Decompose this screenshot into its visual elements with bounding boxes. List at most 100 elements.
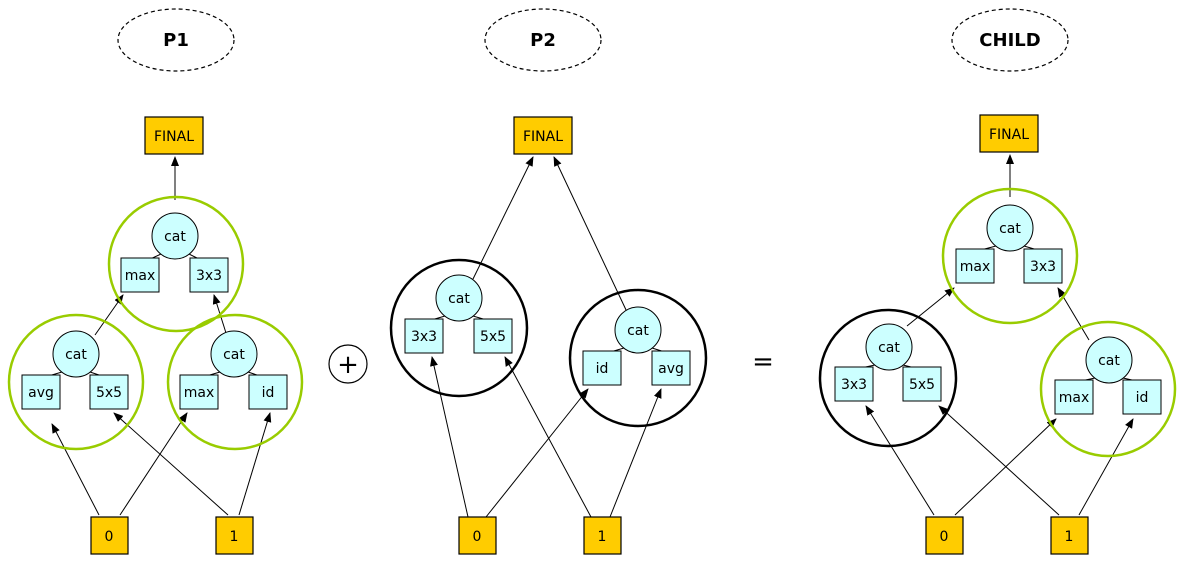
- p2-right-cat-label: cat: [627, 323, 649, 339]
- p1-final-label: FINAL: [154, 129, 194, 145]
- p2-input-0: [458, 516, 497, 555]
- p1-right-right-op: [248, 374, 288, 410]
- p2-final-label: FINAL: [523, 129, 563, 145]
- p2-left-cat-label: cat: [448, 291, 470, 307]
- child-input-0: [925, 516, 964, 555]
- child-top-left-label: max: [960, 259, 991, 275]
- child-right-left-op: [1054, 379, 1094, 415]
- child-left-right-label: 5x5: [909, 377, 935, 393]
- title-p2-text: P2: [530, 30, 556, 51]
- p1-top-block: [107, 195, 245, 333]
- child-edge-0-3x3: [865, 405, 935, 516]
- child-right-cat: [1085, 336, 1133, 384]
- p1-top-right-label: 3x3: [196, 268, 222, 284]
- p1-graph: FINAL cat max 3x3 cat avg 5x5 cat max id: [7, 116, 304, 555]
- child-left-right-op: [902, 366, 942, 402]
- p1-input-0: [90, 516, 129, 555]
- p1-edge-0-avg: [51, 423, 100, 516]
- p2-edge-1-avg: [609, 388, 662, 518]
- p1-right-block: [166, 313, 304, 451]
- p2-input-1: [583, 516, 622, 555]
- p1-edge-1-5x5: [113, 412, 229, 516]
- p2-edge-0-id: [485, 388, 589, 518]
- p2-right-cat: [614, 306, 662, 354]
- p2-edge-left-final: [472, 156, 534, 280]
- p1-left-left-label: avg: [28, 385, 54, 401]
- child-right-right-op: [1122, 379, 1162, 415]
- child-input-0-label: 0: [940, 529, 949, 545]
- child-input-1: [1050, 516, 1089, 555]
- child-input-1-label: 1: [1065, 529, 1074, 545]
- child-top-cat-label: cat: [999, 221, 1021, 237]
- p1-left-block: [7, 313, 145, 451]
- p1-input-1: [215, 516, 254, 555]
- child-left-left-op: [834, 366, 874, 402]
- p2-right-left-op: [582, 350, 622, 386]
- p1-edge-0-max: [119, 412, 188, 516]
- p1-edge-left-to-top: [94, 294, 124, 336]
- plus-operator: +: [328, 344, 368, 384]
- child-final-node: [979, 114, 1039, 153]
- p1-top-left-label: max: [125, 268, 156, 284]
- child-top-cat: [986, 204, 1034, 252]
- p1-final-node: [144, 116, 204, 155]
- child-top-right-label: 3x3: [1030, 259, 1056, 275]
- child-top-left-op: [955, 248, 995, 284]
- p1-right-cat: [210, 330, 258, 378]
- child-left-cat: [865, 323, 913, 371]
- p2-right-block: [568, 288, 708, 428]
- title-p1-text: P1: [163, 30, 189, 51]
- equals-sign: =: [752, 347, 774, 377]
- child-final-label: FINAL: [989, 127, 1029, 143]
- child-graph: FINAL cat max 3x3 cat 3x3 5x5 cat max id: [818, 114, 1177, 555]
- child-top-right-op: [1023, 248, 1063, 284]
- p2-edge-0-3x3: [430, 356, 469, 518]
- p1-input-0-label: 0: [105, 529, 114, 545]
- p2-left-right-label: 5x5: [480, 329, 506, 345]
- p2-right-left-label: id: [596, 361, 609, 377]
- p1-top-cat: [151, 212, 199, 260]
- p1-right-cat-label: cat: [223, 347, 245, 363]
- plus-sign: +: [337, 350, 359, 380]
- p2-edge-right-final: [553, 156, 628, 313]
- p1-top-left-op: [120, 257, 160, 293]
- child-edge-1-5x5: [938, 405, 1060, 516]
- p2-left-left-label: 3x3: [411, 329, 437, 345]
- p2-right-right-op: [651, 350, 691, 386]
- p1-left-cat-label: cat: [65, 347, 87, 363]
- child-right-block: [1039, 320, 1177, 458]
- p1-left-right-op: [89, 374, 129, 410]
- child-left-block: [818, 308, 958, 448]
- child-left-left-label: 3x3: [841, 377, 867, 393]
- title-child-text: CHILD: [979, 30, 1040, 51]
- p1-top-cat-label: cat: [164, 229, 186, 245]
- p2-left-block: [389, 258, 529, 398]
- child-right-left-label: max: [1059, 390, 1090, 406]
- title-p2: P2: [484, 8, 602, 72]
- p1-left-right-label: 5x5: [96, 385, 122, 401]
- p1-input-1-label: 1: [230, 529, 239, 545]
- p2-right-right-label: avg: [658, 361, 684, 377]
- p1-edge-1-id: [238, 412, 272, 516]
- p1-top-right-op: [189, 257, 229, 293]
- title-p1: P1: [117, 8, 235, 72]
- child-right-cat-label: cat: [1098, 353, 1120, 369]
- p1-left-cat: [52, 330, 100, 378]
- p1-right-left-op: [179, 374, 219, 410]
- p2-graph: FINAL cat 3x3 5x5 cat id avg 0 1: [389, 116, 708, 555]
- p2-edge-1-5x5: [504, 356, 592, 518]
- child-right-right-label: id: [1136, 390, 1149, 406]
- p2-final-node: [513, 116, 573, 155]
- title-child: CHILD: [951, 8, 1069, 72]
- p1-right-left-label: max: [184, 385, 215, 401]
- p1-right-right-label: id: [262, 385, 275, 401]
- p2-input-1-label: 1: [598, 529, 607, 545]
- child-edge-1-id: [1078, 418, 1134, 516]
- child-left-cat-label: cat: [878, 340, 900, 356]
- child-top-block: [941, 187, 1079, 325]
- p2-input-0-label: 0: [473, 529, 482, 545]
- child-edge-left-to-top: [906, 287, 955, 327]
- p2-left-left-op: [404, 318, 444, 354]
- p1-left-left-op: [21, 374, 61, 410]
